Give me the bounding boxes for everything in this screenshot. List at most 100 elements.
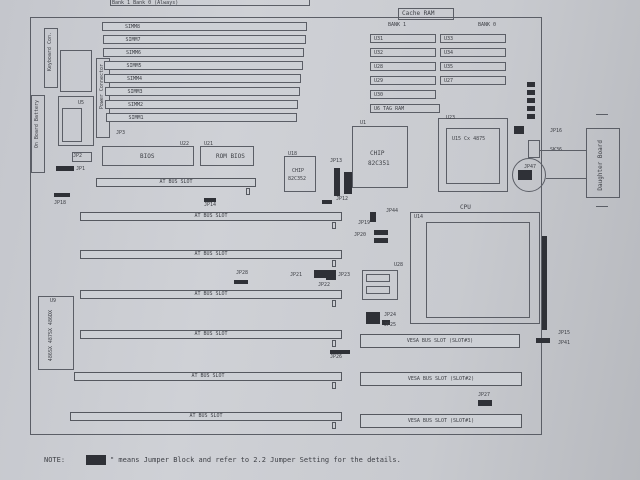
slot-end-cap	[332, 300, 336, 307]
jp25-label: JP25	[384, 322, 397, 328]
at-bus-slot: AT BUS SLOT	[80, 290, 342, 299]
jp18-label: JP18	[54, 200, 67, 206]
at-bus-slot-label: AT BUS SLOT	[159, 179, 193, 185]
simm-slot: SIMM6	[103, 48, 304, 57]
u28-inner-2	[366, 286, 390, 294]
processor-options-label: 486SX 487SX 486DX	[48, 310, 54, 362]
jp15-label: JP15	[558, 330, 571, 336]
u5-box	[58, 96, 94, 146]
cache-ram-box	[398, 8, 454, 20]
simm-slot: SIMM5	[103, 61, 303, 70]
chip-part-label: 82C351	[368, 160, 390, 167]
at-bus-slot-label: AT BUS SLOT	[191, 373, 225, 379]
cache-chip: U28	[370, 62, 436, 71]
jp16-block	[514, 126, 524, 134]
at-bus-slot: AT BUS SLOT	[80, 250, 342, 259]
jp19-label: JP19	[358, 220, 371, 226]
jp3-label: JP3	[116, 130, 126, 136]
jp2-box	[72, 152, 92, 162]
cache-ram-label: Cache RAM	[402, 10, 435, 17]
u28-box	[362, 270, 398, 300]
battery-box	[31, 95, 45, 173]
simm-label: SIMM1	[128, 115, 144, 121]
bank1-label: BANK 1	[388, 22, 407, 28]
jp24-label: JP24	[384, 312, 397, 318]
simm-label: SIMM7	[125, 37, 141, 43]
cache-chip-label: U30	[374, 92, 384, 98]
jp28-label: JP28	[236, 270, 249, 276]
power-connector-box	[96, 58, 110, 138]
cache-chip-label: U34	[444, 50, 454, 56]
top-fragment-text: Bank 1 Bank 0 (Always)	[112, 0, 179, 6]
jp41-label: JP41	[558, 340, 571, 346]
jp24-block	[366, 312, 380, 324]
jp28-block	[234, 280, 248, 284]
simm-label: SIMM6	[126, 50, 142, 56]
jp44-block	[370, 212, 376, 222]
tag-ram-box	[370, 104, 440, 113]
db-line-2	[546, 178, 586, 179]
edge-pin-3	[527, 98, 535, 103]
jp18-block	[54, 193, 70, 197]
top-fragment-box	[110, 0, 310, 6]
edge-pin-1	[527, 82, 535, 87]
jp-block-small-1	[322, 200, 332, 204]
bios-box	[102, 146, 194, 166]
vesa-bus-slot: VESA BUS SLOT (SLOT#3)	[360, 334, 520, 348]
jp25-block	[382, 320, 390, 325]
at-bus-slot: AT BUS SLOT	[74, 372, 342, 381]
jp41-block	[536, 338, 550, 343]
u28-inner-1	[366, 274, 390, 282]
jp13-block	[334, 168, 340, 196]
u28-label: U28	[394, 262, 404, 268]
keyboard-con-box	[44, 28, 58, 88]
simm-label: SIMM2	[128, 102, 144, 108]
edge-pin-5	[527, 114, 535, 119]
at-bus-slot: AT BUS SLOT	[80, 212, 342, 221]
cpu-socket-outer	[410, 212, 540, 324]
u23-box	[438, 118, 508, 192]
ux-part-label: 82C352	[288, 176, 307, 182]
cache-chip: U35	[440, 62, 506, 71]
vesa-bus-slot: VESA BUS SLOT (SLOT#1)	[360, 414, 522, 428]
u1-label: U1	[360, 120, 367, 126]
at-bus-slot-label: AT BUS SLOT	[194, 251, 228, 257]
jp19-block	[374, 238, 388, 243]
cache-chip: U30	[370, 90, 436, 99]
jp2-label: JP2	[73, 153, 83, 159]
at-bus-slot-label: AT BUS SLOT	[194, 213, 228, 219]
cache-chip-label: U28	[374, 64, 384, 70]
jp16-label: JP16	[550, 128, 563, 134]
u14-label: U14	[414, 214, 424, 220]
vesa-bus-slot-label: VESA BUS SLOT (SLOT#3)	[406, 338, 474, 344]
u15-part-label: U15 Cx 4875	[452, 136, 486, 142]
cache-chip: U31	[370, 34, 436, 43]
bios-label: BIOS	[140, 153, 155, 160]
cpu-label: CPU	[460, 204, 471, 211]
u9-box	[38, 296, 74, 370]
jp12-block	[344, 172, 352, 194]
vesa-bus-slot-label: VESA BUS SLOT (SLOT#2)	[407, 376, 475, 382]
jp47-circle	[512, 158, 546, 192]
jp27-block	[478, 400, 492, 406]
rom-bios-box	[200, 146, 254, 166]
chip-82c351-box	[352, 126, 408, 188]
slot-end-cap	[332, 340, 336, 347]
cache-chip: U34	[440, 48, 506, 57]
jp23-label: JP23	[338, 272, 351, 278]
note-text: " means Jumper Block and refer to 2.2 Ju…	[110, 456, 401, 464]
vesa-bus-slot: VESA BUS SLOT (SLOT#2)	[360, 372, 522, 386]
simm-label: SIMM8	[125, 24, 141, 30]
vesa-bus-slot-label: VESA BUS SLOT (SLOT#1)	[407, 418, 475, 424]
cache-chip: U29	[370, 76, 436, 85]
tag-ram-label: U6 TAG RAM	[374, 106, 405, 112]
db-arrow-bottom	[596, 206, 608, 207]
cache-chip: U33	[440, 34, 506, 43]
edge-pin-4	[527, 106, 535, 111]
cache-chip: U32	[370, 48, 436, 57]
db-arrow-top	[596, 114, 608, 115]
jp22-label: JP22	[318, 282, 331, 288]
cache-chip-label: U35	[444, 64, 454, 70]
